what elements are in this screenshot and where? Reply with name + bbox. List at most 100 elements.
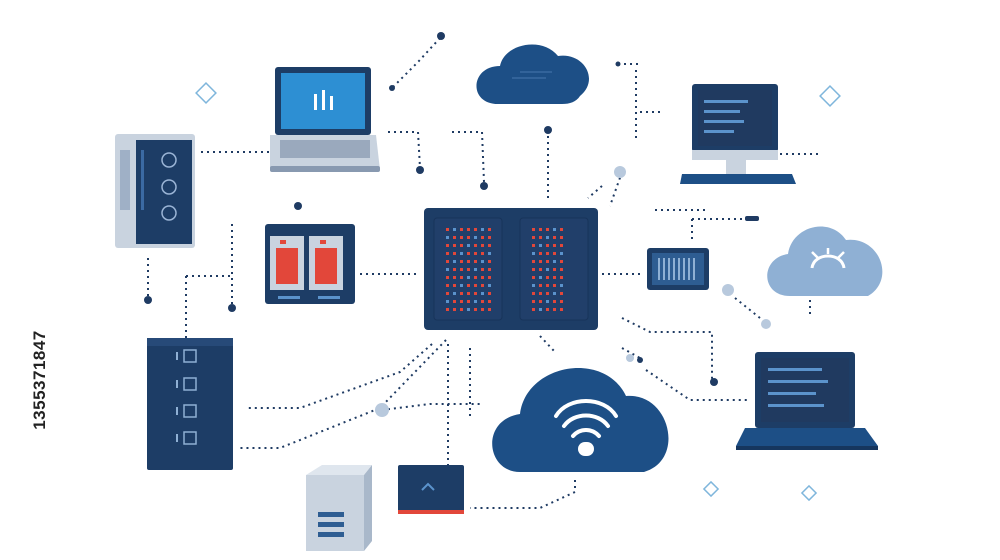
server-led: [481, 268, 484, 271]
server-led: [553, 236, 556, 239]
server-led: [467, 260, 470, 263]
server-led: [474, 244, 477, 247]
server-led: [553, 292, 556, 295]
server-led: [560, 268, 563, 271]
server-led: [446, 292, 449, 295]
server-led: [460, 292, 463, 295]
server-led: [546, 284, 549, 287]
server-led: [546, 308, 549, 311]
server-led: [488, 244, 491, 247]
server-led: [488, 292, 491, 295]
server-led: [560, 292, 563, 295]
server-led: [532, 276, 535, 279]
server-led: [546, 252, 549, 255]
stock-id-text: 1355371847: [30, 330, 49, 430]
server-led: [481, 284, 484, 287]
server-led: [460, 236, 463, 239]
server-led: [553, 260, 556, 263]
server-led: [532, 268, 535, 271]
server-led: [546, 300, 549, 303]
server-led: [446, 284, 449, 287]
server-led: [446, 252, 449, 255]
server-led: [532, 300, 535, 303]
server-led: [553, 244, 556, 247]
server-led: [546, 276, 549, 279]
server-led: [481, 228, 484, 231]
server-led: [488, 260, 491, 263]
server-led: [467, 300, 470, 303]
server-led: [460, 268, 463, 271]
server-led: [453, 292, 456, 295]
server-led: [546, 260, 549, 263]
server-led: [532, 292, 535, 295]
server-led: [446, 236, 449, 239]
tablet-icon: [647, 248, 709, 290]
server-led: [453, 228, 456, 231]
server-led: [467, 252, 470, 255]
server-led: [539, 252, 542, 255]
server-led: [467, 268, 470, 271]
server-led: [553, 268, 556, 271]
server-led: [467, 284, 470, 287]
server-led: [560, 276, 563, 279]
server-led: [446, 268, 449, 271]
server-led: [553, 308, 556, 311]
server-led: [553, 300, 556, 303]
server-led: [560, 284, 563, 287]
diamond-icon: [195, 82, 841, 502]
router-icon: [265, 224, 355, 304]
server-led: [546, 268, 549, 271]
server-led: [460, 228, 463, 231]
server-led: [553, 228, 556, 231]
file-cabinet-icon: [147, 338, 233, 470]
laptop-icon: [270, 67, 380, 172]
server-led: [488, 284, 491, 287]
server-led: [488, 252, 491, 255]
server-led: [460, 284, 463, 287]
server-led: [560, 244, 563, 247]
server-led: [532, 236, 535, 239]
server-led: [546, 228, 549, 231]
server-led: [467, 308, 470, 311]
server-led: [474, 260, 477, 263]
server-led: [460, 260, 463, 263]
server-led: [546, 236, 549, 239]
server-led: [467, 236, 470, 239]
server-led: [553, 284, 556, 287]
server-led: [453, 236, 456, 239]
server-led: [474, 228, 477, 231]
server-led: [446, 228, 449, 231]
server-led: [460, 244, 463, 247]
server-led: [453, 252, 456, 255]
server-tower-icon: [115, 134, 195, 248]
server-led: [553, 252, 556, 255]
server-led: [474, 308, 477, 311]
server-led: [474, 292, 477, 295]
server-led: [532, 260, 535, 263]
server-led: [460, 276, 463, 279]
server-led: [488, 276, 491, 279]
server-led: [560, 252, 563, 255]
server-led: [532, 228, 535, 231]
server-led: [532, 244, 535, 247]
server-led: [560, 260, 563, 263]
server-led: [488, 268, 491, 271]
server-led: [453, 268, 456, 271]
server-led: [553, 276, 556, 279]
connector-tab: [745, 216, 759, 221]
server-led: [453, 308, 456, 311]
server-led: [488, 308, 491, 311]
server-led: [474, 276, 477, 279]
storage-box-icon: [306, 465, 372, 551]
server-led: [467, 292, 470, 295]
server-led: [539, 236, 542, 239]
laptop-right-icon: [736, 352, 878, 450]
server-led: [474, 300, 477, 303]
server-led: [446, 308, 449, 311]
connection-lines: [147, 37, 822, 509]
server-led: [453, 276, 456, 279]
server-led: [453, 300, 456, 303]
light-cloud-icon: [767, 226, 883, 296]
server-led: [532, 284, 535, 287]
server-led: [446, 260, 449, 263]
